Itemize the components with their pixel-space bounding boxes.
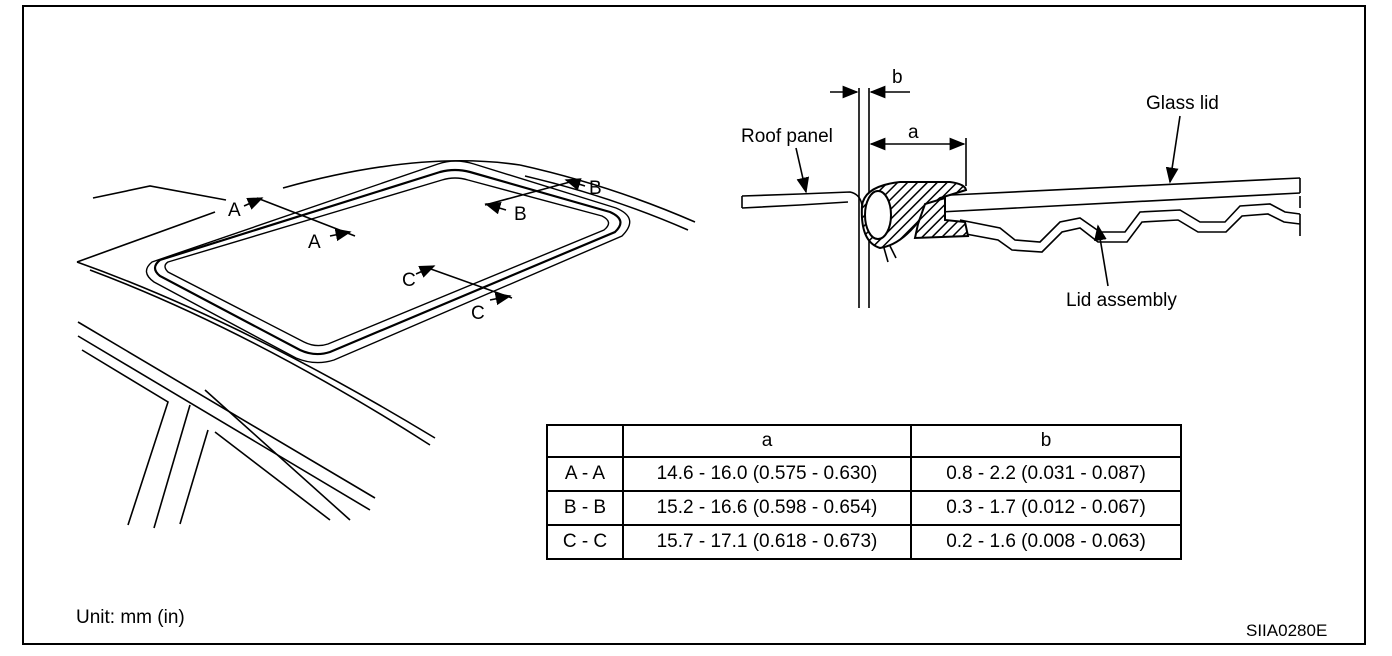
clearance-spec-table: a b A - A 14.6 - 16.0 (0.575 - 0.630) 0.… [546,424,1182,560]
table-header-cell [546,424,624,458]
cross-section-drawing [741,85,1301,308]
lid-assembly-label: Lid assembly [1066,290,1177,311]
table-cell: C - C [546,524,624,560]
table-row: B - B 15.2 - 16.6 (0.598 - 0.654) 0.3 - … [546,490,1182,526]
table-cell: 15.2 - 16.6 (0.598 - 0.654) [622,490,912,526]
table-header-cell: b [910,424,1182,458]
table-cell: 15.7 - 17.1 (0.618 - 0.673) [622,524,912,560]
section-label-b-lower: B [514,204,527,225]
figure-frame [22,5,1366,645]
table-row: C - C 15.7 - 17.1 (0.618 - 0.673) 0.2 - … [546,524,1182,560]
section-label-b-upper: B [589,178,602,199]
table-header-row: a b [546,424,1182,458]
table-cell: 0.2 - 1.6 (0.008 - 0.063) [910,524,1182,560]
figure-id: SIIA0280E [1246,621,1328,640]
section-label-c-lower: C [471,303,485,324]
table-row: A - A 14.6 - 16.0 (0.575 - 0.630) 0.8 - … [546,456,1182,492]
table-cell: 0.8 - 2.2 (0.031 - 0.087) [910,456,1182,492]
dimension-b-label: b [892,67,903,88]
table-header-cell: a [622,424,912,458]
glass-lid-label: Glass lid [1146,93,1219,114]
section-label-a-lower: A [308,232,321,253]
table-cell: 0.3 - 1.7 (0.012 - 0.067) [910,490,1182,526]
table-cell: 14.6 - 16.0 (0.575 - 0.630) [622,456,912,492]
section-arrows [243,178,586,306]
roof-panel-label: Roof panel [741,126,833,147]
section-label-c-upper: C [402,270,416,291]
table-cell: A - A [546,456,624,492]
roof-perspective-drawing [76,160,696,529]
section-label-a-upper: A [228,200,241,221]
table-cell: B - B [546,490,624,526]
dimension-a-label: a [908,122,919,143]
unit-note: Unit: mm (in) [76,607,185,628]
